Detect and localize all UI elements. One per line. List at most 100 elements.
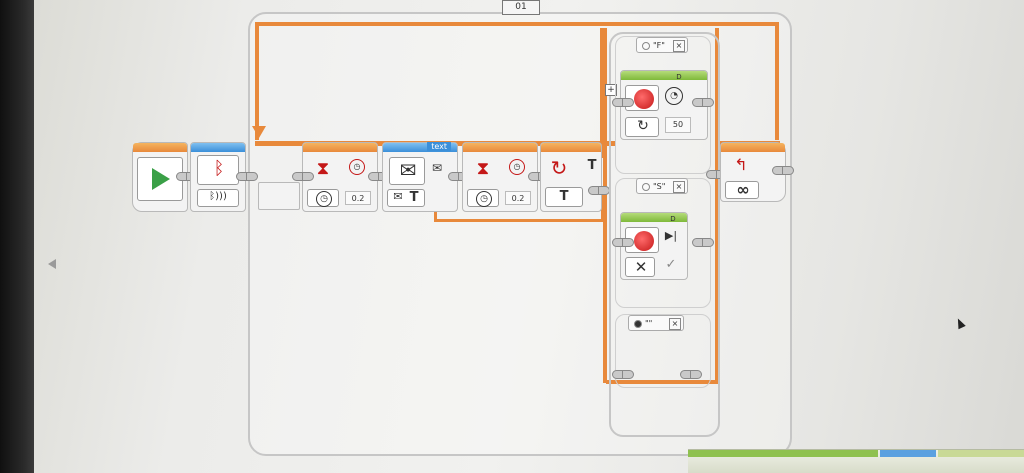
switch-bottom-rail — [606, 380, 718, 384]
data-wire-up — [601, 195, 604, 222]
infinity-icon: ∞ — [736, 180, 750, 199]
case-empty-delete-icon[interactable]: × — [669, 318, 681, 330]
motor-f-power-value[interactable]: 50 — [665, 117, 691, 133]
loop-end-output-plug[interactable] — [772, 166, 794, 175]
loop-wire-right — [775, 22, 779, 140]
message-icon: ✉ — [431, 161, 443, 175]
wait-1-input-plug[interactable] — [292, 172, 314, 181]
bluetooth-icon: ᛒ — [213, 158, 225, 179]
bluetooth-block[interactable]: ᛒ ᛒ))) — [190, 142, 246, 212]
receive-message-block[interactable]: ↻ T T — [540, 142, 602, 212]
loop-name-label[interactable]: 01 — [502, 0, 540, 15]
loop-start-arrow-icon — [252, 126, 266, 138]
data-wire-down — [434, 206, 437, 222]
stop-icon: ▶| — [664, 229, 678, 242]
palette-sensor-tab[interactable] — [880, 450, 936, 457]
bluetooth-signal-icon: ᛒ))) — [209, 191, 227, 202]
loop-entry-block — [258, 182, 300, 210]
bluetooth-bar — [191, 143, 245, 152]
case-empty-default-radio[interactable] — [634, 320, 642, 328]
motor-s-tile — [625, 227, 659, 253]
brake-check-icon[interactable]: ✓ — [665, 257, 677, 272]
clock-icon: ◷ — [316, 191, 332, 207]
motor-f-bar — [621, 71, 707, 80]
case-f-delete-icon[interactable]: × — [673, 40, 685, 52]
scroll-left-arrow-icon[interactable] — [48, 259, 56, 269]
bluetooth-output-plug[interactable] — [236, 172, 258, 181]
motor-f-input-plug[interactable] — [612, 98, 634, 107]
programming-canvas[interactable] — [34, 0, 1024, 473]
off-mode-icon: ✕ — [634, 258, 648, 276]
loop-mode-selector[interactable]: ∞ — [725, 180, 759, 199]
send-message-tag: text — [427, 142, 451, 151]
motor-f-port[interactable]: D — [676, 73, 682, 81]
text-mode-glyph: T — [409, 190, 419, 205]
palette-action-tab[interactable] — [688, 450, 878, 457]
loop-end-bar — [721, 143, 785, 152]
monitor-bezel — [0, 0, 34, 473]
send-message-tile: ✉ — [389, 157, 425, 185]
rotations-icon: ◔ — [665, 87, 683, 105]
receive-message-bar — [541, 143, 601, 152]
case-s-tab[interactable]: "S" × — [636, 178, 688, 194]
case-s-default-radio[interactable] — [642, 183, 650, 191]
wait-2-mode-selector[interactable]: ◷ — [467, 189, 499, 207]
wait-1-seconds-value[interactable]: 0.2 — [345, 191, 371, 205]
motor-s-bar — [621, 213, 687, 222]
switch-inner-rail — [603, 28, 607, 383]
motor-s-output-plug[interactable] — [692, 238, 714, 247]
stopwatch-icon: ◷ — [349, 159, 365, 175]
send-message-bar: text — [383, 142, 457, 152]
receive-message-mode-selector[interactable]: T — [545, 187, 583, 207]
case-empty-tab[interactable]: "" × — [628, 315, 684, 331]
wait-block-2[interactable]: ⧗ ◷ ◷ 0.2 — [462, 142, 538, 212]
large-motor-block-s[interactable]: D ▶| ✕ ✓ — [620, 212, 688, 280]
motor-f-mode-selector[interactable]: ↻ — [625, 117, 659, 137]
case-empty-container — [615, 314, 711, 388]
envelope-small-icon: ✉ — [393, 190, 403, 203]
case-empty-output-plug[interactable] — [680, 370, 702, 379]
case-s-label[interactable]: "S" — [653, 182, 666, 191]
motor-f-output-plug[interactable] — [692, 98, 714, 107]
case-empty-label[interactable]: "" — [645, 319, 653, 328]
large-motor-block-f[interactable]: D ◔ ↻ 50 — [620, 70, 708, 140]
bluetooth-mode-selector[interactable]: ᛒ))) — [197, 189, 239, 207]
envelope-icon: ✉ — [399, 158, 417, 182]
wait-1-mode-selector[interactable]: ◷ — [307, 189, 339, 207]
case-s-delete-icon[interactable]: × — [673, 181, 685, 193]
large-motor-icon — [634, 89, 654, 109]
receive-text-mode-glyph: T — [559, 189, 569, 204]
loop-wire-left — [255, 22, 259, 140]
add-case-icon[interactable]: + — [605, 84, 617, 96]
loop-return-icon: ↰ — [734, 155, 748, 174]
switch-container[interactable] — [609, 32, 720, 437]
receive-message-icon: ↻ — [550, 156, 568, 180]
send-message-block[interactable]: text ✉ ✉ ✉ T — [382, 142, 458, 212]
rotate-mode-icon: ↻ — [637, 118, 649, 134]
wait-1-bar — [303, 143, 377, 152]
stopwatch-2-icon: ◷ — [509, 159, 525, 175]
send-message-mode-selector[interactable]: ✉ T — [387, 189, 425, 207]
case-f-tab[interactable]: "F" × — [636, 37, 688, 53]
start-bar — [133, 143, 187, 152]
case-f-label[interactable]: "F" — [653, 41, 665, 50]
bottom-palette-strip — [688, 449, 1024, 473]
bluetooth-tile: ᛒ — [197, 155, 239, 185]
motor-s-mode-selector[interactable]: ✕ — [625, 257, 655, 277]
data-wire — [434, 219, 604, 222]
case-empty-input-plug[interactable] — [612, 370, 634, 379]
palette-flow-tab[interactable] — [938, 450, 1024, 457]
motor-s-input-plug[interactable] — [612, 238, 634, 247]
clock-2-icon: ◷ — [476, 191, 492, 207]
output-type-glyph: T — [587, 158, 597, 173]
receive-message-output-plug[interactable] — [588, 186, 610, 195]
motor-s-port[interactable]: D — [670, 215, 676, 223]
switch-left-rail — [600, 28, 604, 158]
hourglass-2-icon: ⧗ — [476, 158, 490, 179]
play-icon — [152, 168, 170, 190]
wait-2-bar — [463, 143, 537, 152]
loop-wire-top — [255, 22, 779, 26]
wait-2-seconds-value[interactable]: 0.2 — [505, 191, 531, 205]
case-f-default-radio[interactable] — [642, 42, 650, 50]
